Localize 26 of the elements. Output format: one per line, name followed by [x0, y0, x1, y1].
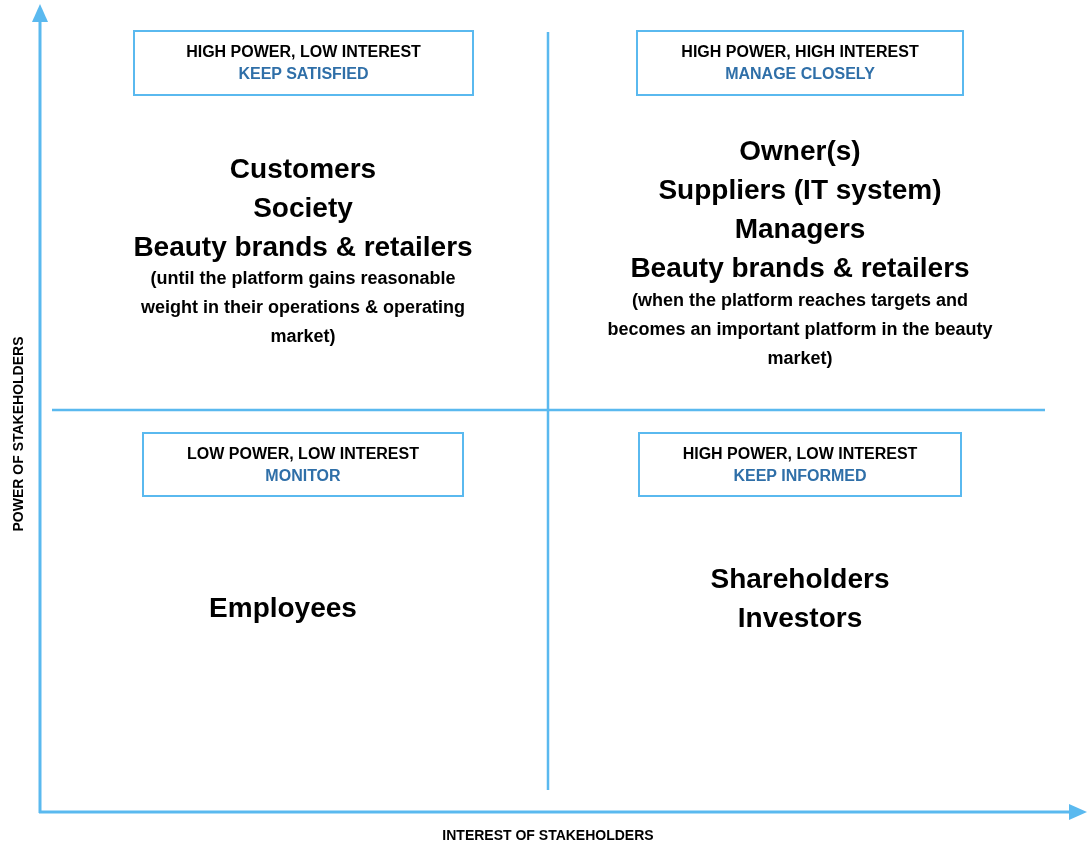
strategy-label: KEEP SATISFIED [238, 64, 369, 84]
stakeholder-label: Investors [736, 601, 864, 635]
strategy-label: MANAGE CLOSELY [725, 64, 875, 84]
axis-title: POWER OF STAKEHOLDERS [9, 335, 27, 534]
stakeholder-label: Beauty brands & retailers [629, 251, 971, 285]
stakeholder-label: Society [252, 191, 354, 225]
quadrant-box [142, 432, 464, 497]
stakeholder-note: (until the platform gains reasonable weight in their operations & operating market) [140, 267, 466, 348]
stakeholder-label: Suppliers (IT system) [657, 173, 943, 207]
quadrant-box [636, 30, 964, 96]
stakeholder-label: Customers [228, 152, 378, 186]
stakeholder-label: Owner(s) [738, 134, 862, 168]
quadrant-heading: HIGH POWER, LOW INTEREST [186, 42, 421, 62]
quadrant-box [638, 432, 962, 497]
quadrant-heading: HIGH POWER, HIGH INTEREST [681, 42, 919, 62]
stakeholder-note: (when the platform reaches targets and becomes an important platform in the beauty market) [606, 289, 994, 370]
axis-title: INTEREST OF STAKEHOLDERS [441, 826, 655, 844]
stakeholder-label: Managers [733, 212, 867, 246]
quadrant-box [133, 30, 474, 96]
stakeholder-label: Shareholders [709, 562, 891, 596]
stakeholder-label: Beauty brands & retailers [132, 230, 474, 264]
quadrant-heading: HIGH POWER, LOW INTEREST [682, 443, 918, 464]
strategy-label: KEEP INFORMED [733, 465, 867, 486]
quadrant-heading: LOW POWER, LOW INTEREST [187, 443, 419, 464]
strategy-label: MONITOR [265, 465, 341, 486]
stakeholder-label: Employees [208, 591, 358, 625]
